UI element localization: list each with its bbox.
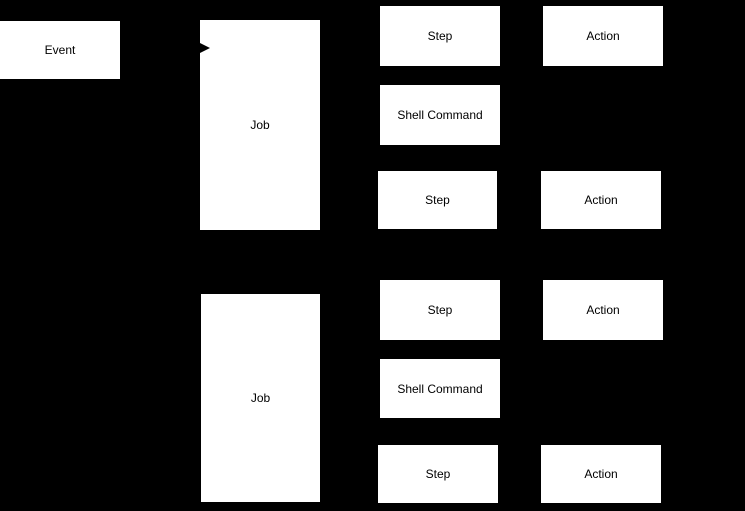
action-node-3[interactable]: Action <box>543 280 663 340</box>
event-node[interactable]: Event <box>0 21 120 79</box>
job-node-2[interactable]: Job <box>201 294 320 502</box>
action-node-1[interactable]: Action <box>543 6 663 66</box>
job-node-1[interactable]: Job <box>200 20 320 230</box>
shell-command-node-1[interactable]: Shell Command <box>380 85 500 145</box>
shell-command-node-2[interactable]: Shell Command <box>380 359 500 418</box>
action-node-2[interactable]: Action <box>541 171 661 229</box>
step-node-2[interactable]: Step <box>378 171 497 229</box>
action-node-4[interactable]: Action <box>541 445 661 503</box>
step-node-4[interactable]: Step <box>378 445 498 503</box>
step-node-3[interactable]: Step <box>380 280 500 340</box>
step-node-1[interactable]: Step <box>380 6 500 66</box>
arrowhead-right-icon <box>200 43 210 53</box>
